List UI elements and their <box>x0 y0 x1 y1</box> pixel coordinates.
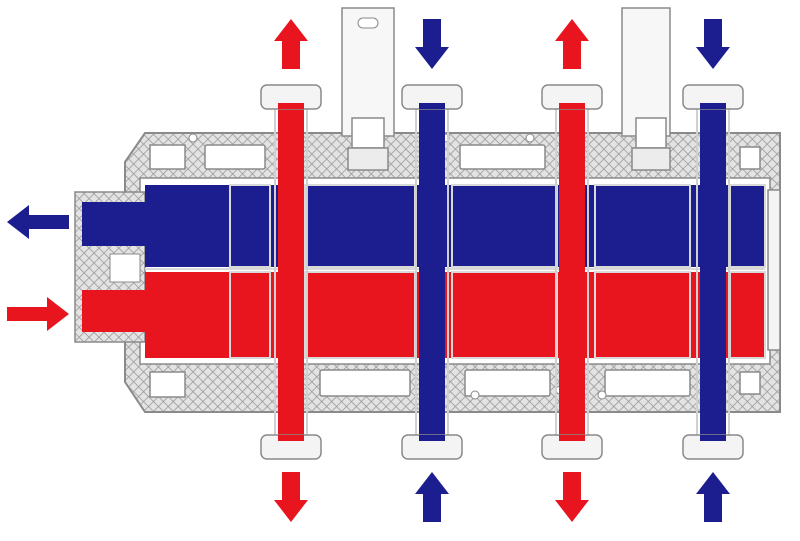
left-port-fittings <box>74 191 148 343</box>
bolt-hole <box>470 390 480 400</box>
tube-body <box>700 100 726 440</box>
right-end-cap <box>767 189 781 351</box>
cross-tubes <box>260 84 744 460</box>
arrow-down-icon <box>415 19 449 69</box>
top-recess <box>204 144 266 170</box>
left-port-channel-hot <box>82 290 148 332</box>
flow-arrows <box>7 19 730 522</box>
arrow-down-icon <box>696 19 730 69</box>
lower-channel <box>145 272 765 358</box>
lower-channel-fill <box>145 272 765 358</box>
cross-tube-cold <box>682 84 744 460</box>
cross-tube-hot <box>541 84 603 460</box>
upper-channel-fill <box>145 185 765 267</box>
bolt-hole <box>525 133 535 143</box>
bottom-recess <box>464 369 551 397</box>
tube-body <box>419 100 445 440</box>
cross-tube-cold <box>401 84 463 460</box>
top-recess <box>459 144 546 170</box>
bolt-hole <box>188 133 198 143</box>
arrow-left-icon <box>7 205 69 239</box>
top-recess <box>739 146 761 170</box>
arrow-down-icon <box>555 472 589 522</box>
upper-channel <box>145 185 765 267</box>
tube-body <box>559 100 585 440</box>
arrow-down-icon <box>274 472 308 522</box>
channel-cell-borders <box>145 184 766 359</box>
top-recess <box>149 144 186 170</box>
bottom-recess <box>149 371 186 398</box>
arrow-up-icon <box>696 472 730 522</box>
mounting-bracket <box>341 7 395 171</box>
mounting-bracket <box>621 7 671 171</box>
arrow-up-icon <box>415 472 449 522</box>
arrow-up-icon <box>274 19 308 69</box>
bottom-recess <box>739 371 761 395</box>
left-port-channel-cold <box>82 202 148 246</box>
arrow-up-icon <box>555 19 589 69</box>
tube-body <box>278 100 304 440</box>
left-port-spacer <box>109 253 141 283</box>
cross-tube-hot <box>260 84 322 460</box>
bottom-recess <box>319 369 411 397</box>
bolt-hole <box>597 390 607 400</box>
bottom-recess <box>604 369 691 397</box>
arrow-right-icon <box>7 297 69 331</box>
